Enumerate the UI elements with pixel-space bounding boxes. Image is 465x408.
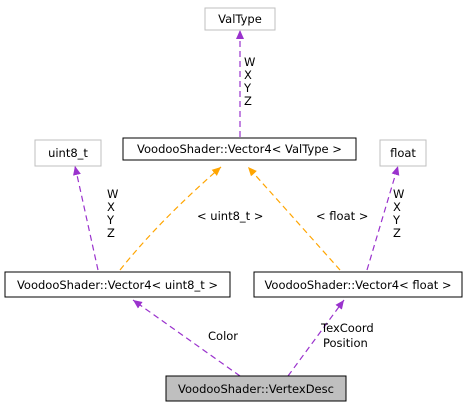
member-label: W — [244, 55, 255, 69]
node-vector4-uint8[interactable]: VoodooShader::Vector4< uint8_t > — [4, 271, 231, 298]
node-uint8-t[interactable]: uint8_t — [34, 139, 102, 167]
member-label: Z — [107, 226, 115, 240]
node-label: uint8_t — [48, 146, 88, 160]
node-label: VoodooShader::VertexDesc — [178, 382, 334, 396]
member-label: Z — [244, 94, 252, 108]
valtype-member-labels: W X Y Z — [243, 55, 255, 108]
edge-uint8-to-vector4-uint8 — [73, 165, 99, 271]
member-label: X — [107, 200, 115, 214]
node-label: VoodooShader::Vector4< ValType > — [137, 142, 342, 156]
member-label: W — [107, 187, 118, 201]
edge-texcoord-position — [287, 299, 345, 377]
node-label: VoodooShader::Vector4< float > — [264, 278, 451, 292]
float-member-labels: W X Y Z — [392, 187, 404, 240]
color-label: Color — [208, 329, 238, 343]
template-arg-uint8-label: < uint8_t > — [197, 209, 263, 223]
edge-template-float — [247, 166, 341, 271]
edge-template-uint8 — [119, 166, 222, 271]
member-label: Y — [106, 213, 115, 227]
texcoord-label: TexCoord — [320, 321, 374, 335]
node-float[interactable]: float — [379, 139, 427, 167]
member-label: W — [393, 187, 404, 201]
member-label: Y — [243, 81, 252, 95]
edge-float-to-vector4-float — [366, 165, 400, 271]
member-label: X — [393, 200, 401, 214]
member-label: Y — [392, 213, 401, 227]
edge-color — [132, 299, 241, 377]
template-arg-float-label: < float > — [316, 209, 368, 223]
uint8-member-labels: W X Y Z — [106, 187, 118, 240]
node-vector4-float[interactable]: VoodooShader::Vector4< float > — [253, 271, 463, 298]
node-vertexdesc[interactable]: VoodooShader::VertexDesc — [165, 375, 347, 402]
member-label: X — [244, 68, 252, 82]
member-label: Z — [393, 226, 401, 240]
node-valtype[interactable]: ValType — [204, 7, 276, 31]
node-label: ValType — [218, 12, 262, 26]
node-label: float — [390, 146, 416, 160]
node-vector4-valtype[interactable]: VoodooShader::Vector4< ValType > — [122, 137, 357, 161]
position-label: Position — [323, 336, 368, 350]
node-label: VoodooShader::Vector4< uint8_t > — [17, 278, 218, 292]
